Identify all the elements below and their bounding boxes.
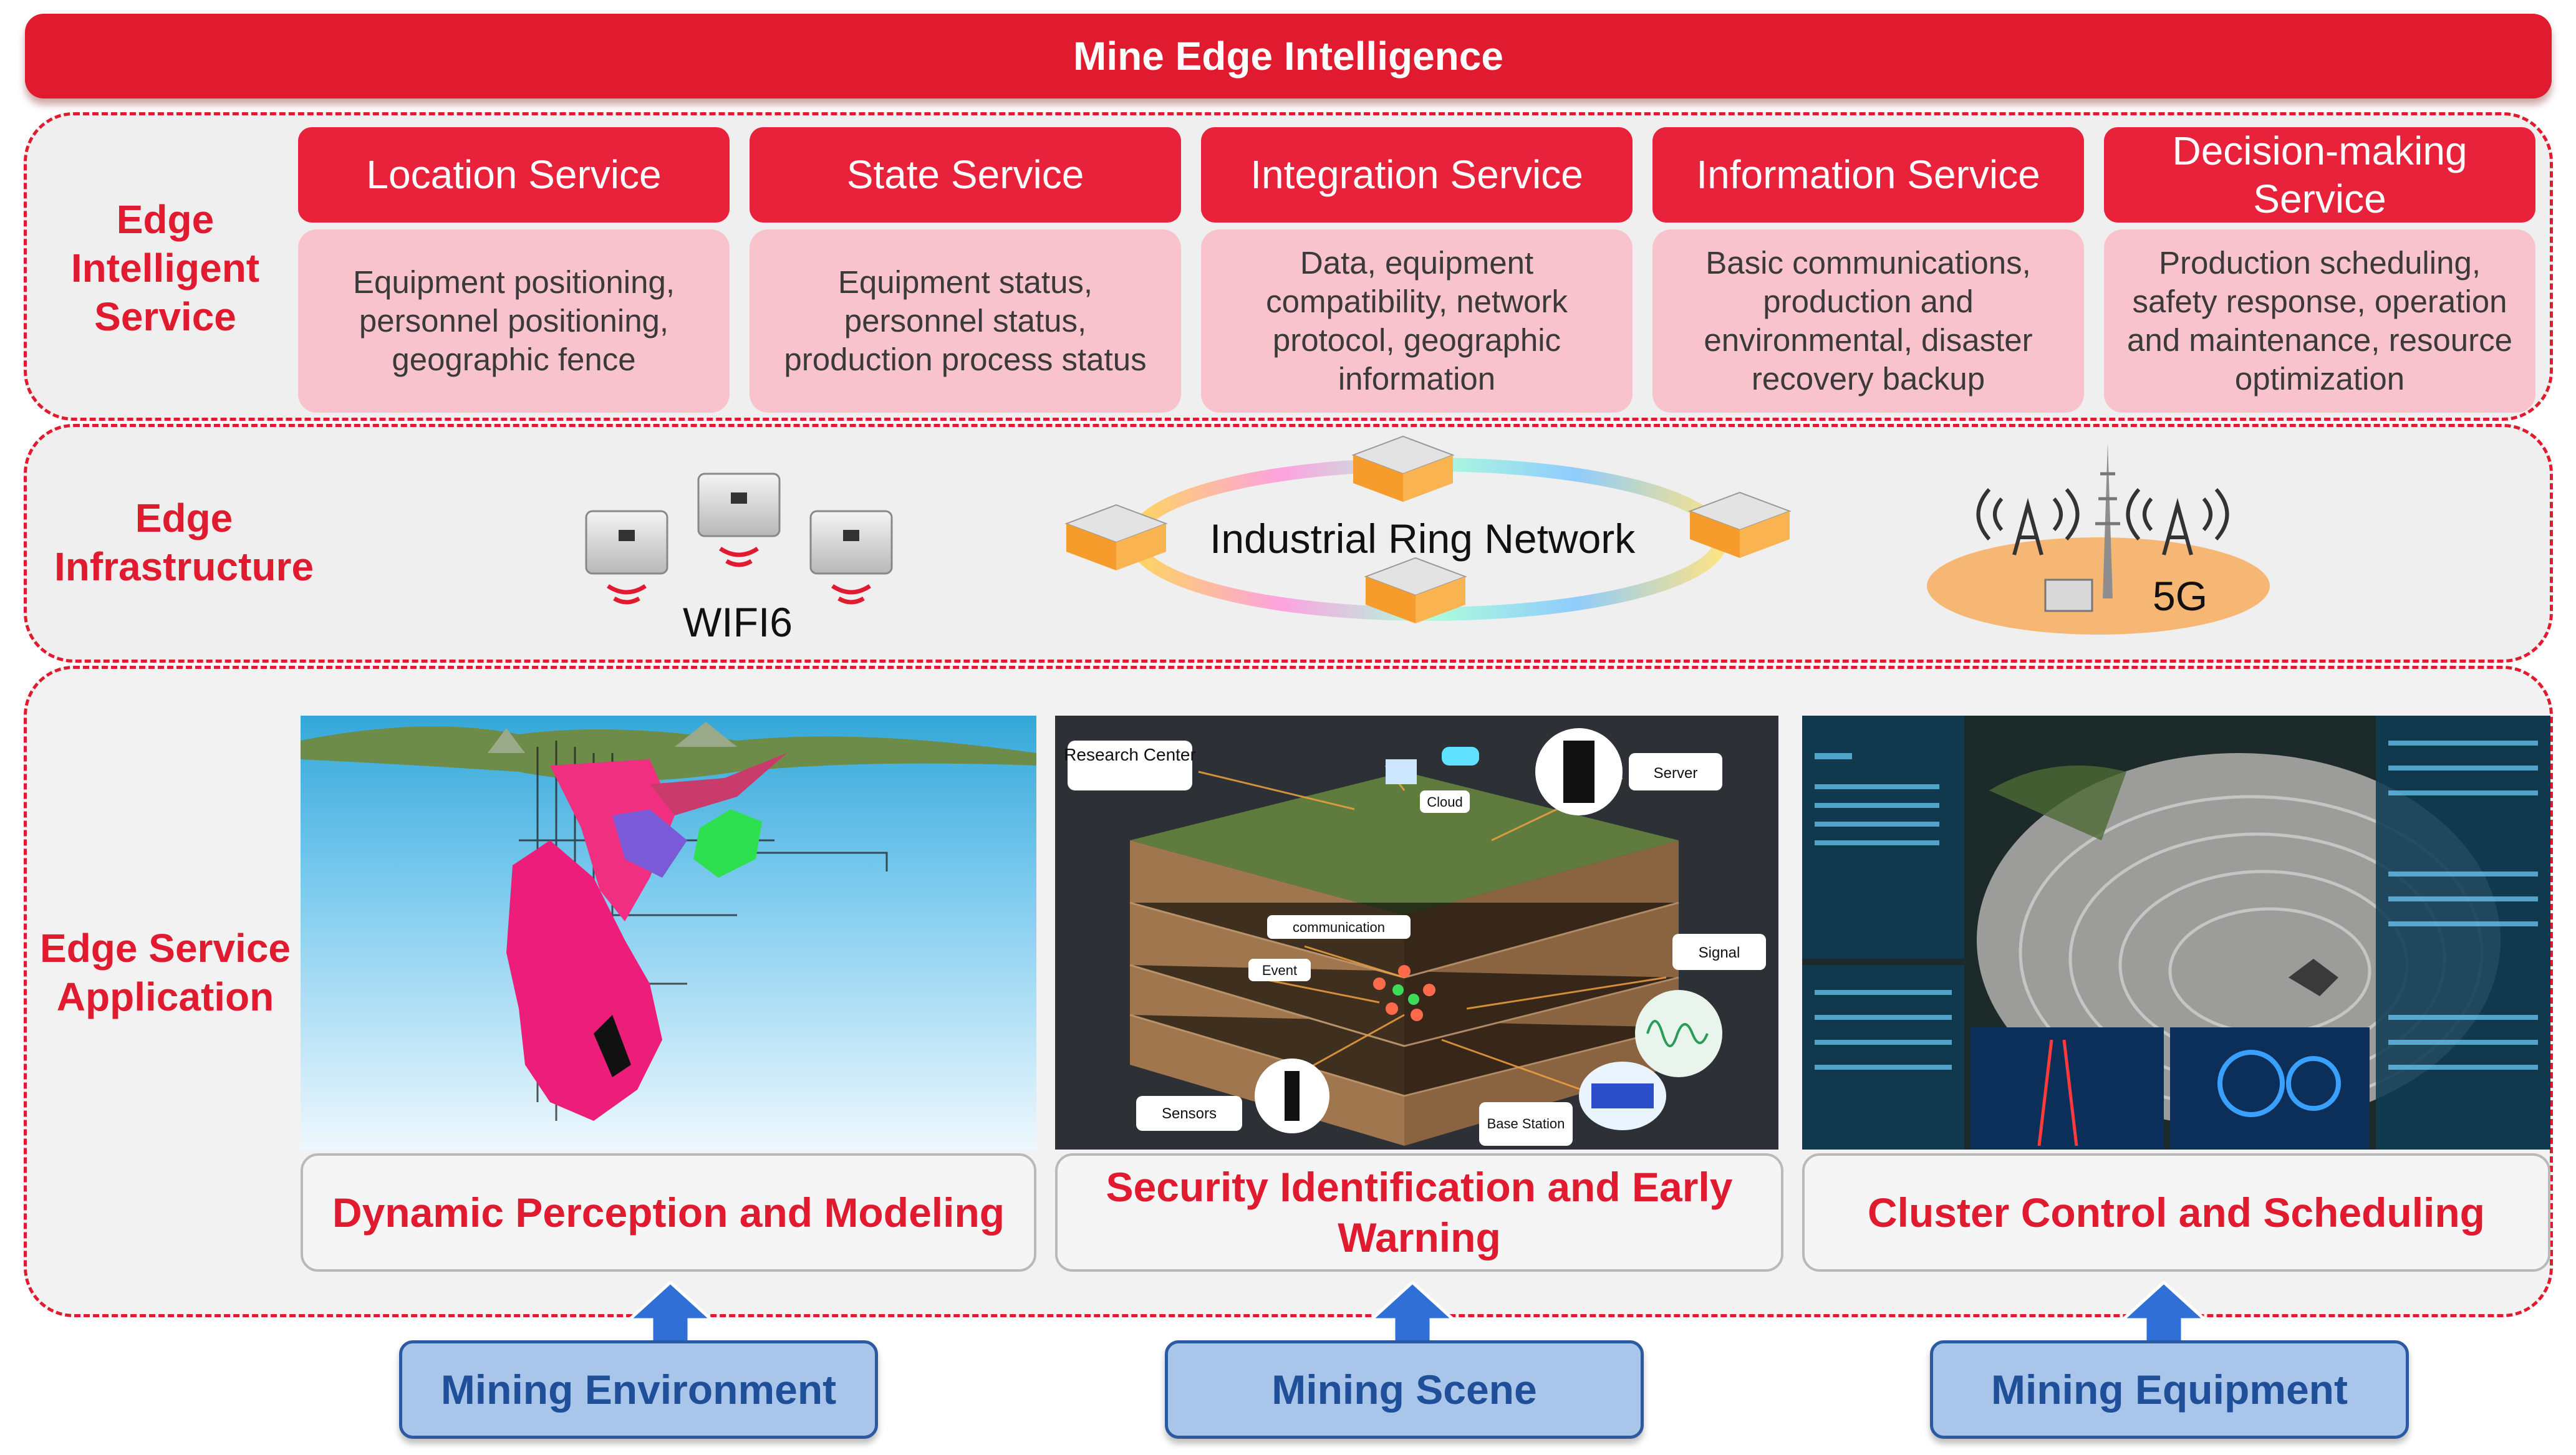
input-mining-scene: Mining Scene (1165, 1340, 1644, 1439)
service-integration-desc: Data, equipment compatibility, network p… (1201, 229, 1633, 413)
mining-scene-image: Research Center Cloud Server communicati… (1055, 716, 1778, 1150)
building-icon (1351, 435, 1455, 502)
communication-label: communication (1293, 920, 1385, 935)
input-mining-equipment: Mining Equipment (1930, 1340, 2409, 1439)
service-state-desc: Equipment status, personnel status, prod… (750, 229, 1181, 413)
app-caption-dynamic-perception: Dynamic Perception and Modeling (301, 1153, 1036, 1272)
service-decision-title: Decision-making Service (2104, 127, 2535, 223)
row-label-service-application: Edge Service Application (40, 925, 291, 1019)
service-information-title: Information Service (1652, 127, 2084, 223)
server-label: Server (1654, 765, 1698, 782)
5g-label: 5G (2153, 573, 2208, 619)
service-location-desc: Equipment positioning, personnel positio… (298, 229, 730, 413)
service-state-title: State Service (750, 127, 1181, 223)
page-title: Mine Edge Intelligence (25, 14, 2552, 98)
5g-tower-icon (1927, 443, 2270, 635)
signal-label: Signal (1699, 944, 1740, 961)
row-label-intelligent-service: Edge Intelligent Service (70, 196, 260, 340)
cluster-control-dashboard-image (1802, 716, 2550, 1150)
industrial-ring-label: Industrial Ring Network (1210, 516, 1636, 562)
sensors-label: Sensors (1162, 1105, 1217, 1122)
service-integration-title: Integration Service (1201, 127, 1633, 223)
wifi-access-points-icon (585, 473, 893, 605)
input-mining-environment: Mining Environment (399, 1340, 878, 1439)
research-center-label: Research Center (1064, 745, 1196, 764)
event-label: Event (1262, 963, 1297, 978)
base-station-label: Base Station (1487, 1116, 1565, 1131)
wifi6-label: WIFI6 (683, 599, 793, 645)
service-location-title: Location Service (298, 127, 730, 223)
cloud-label: Cloud (1427, 794, 1462, 810)
row-label-infrastructure: Edge Infrastructure (54, 495, 314, 589)
service-decision-desc: Production scheduling, safety response, … (2104, 229, 2535, 413)
industrial-ring-network-diagram (1064, 435, 1792, 623)
app-caption-cluster-control: Cluster Control and Scheduling (1802, 1153, 2550, 1272)
service-information-desc: Basic communications, production and env… (1652, 229, 2084, 413)
geological-model-image (301, 716, 1036, 1150)
app-caption-security-identification: Security Identification and Early Warnin… (1055, 1153, 1783, 1272)
